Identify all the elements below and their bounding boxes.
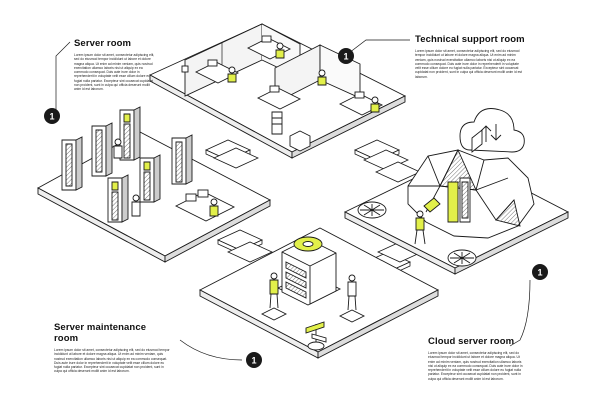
server-maintenance-platform: [199, 227, 439, 359]
stairs-server-to-support: [205, 139, 259, 169]
server-room-title: Server room: [74, 38, 132, 49]
monitor-icon: [207, 35, 365, 99]
label-technical-support-room: Technical support room Lorem ipsum dolor…: [415, 34, 525, 79]
svg-text:1: 1: [343, 52, 348, 62]
callout-lines: [55, 39, 531, 361]
server-room-platform: [37, 106, 271, 263]
technical-support-room-title: Technical support room: [415, 34, 525, 45]
svg-text:1: 1: [251, 356, 256, 366]
stairs-server-to-maintenance: [217, 229, 273, 263]
signpost-icon: [305, 321, 327, 351]
person-icon: [414, 210, 426, 245]
cloud-upload-download-icon: [459, 108, 525, 153]
server-rack-icon: [61, 106, 193, 223]
technical-support-room-description: Lorem ipsum dolor sit amet, consectetur …: [415, 49, 522, 79]
svg-text:1: 1: [537, 268, 542, 278]
person-icon: [113, 138, 219, 217]
marker-cloud-server-room: 1: [532, 264, 548, 280]
marker-server-maintenance-room: 1: [246, 352, 262, 368]
label-cloud-server-room: Cloud server room Lorem ipsum dolor sit …: [428, 336, 524, 381]
cloud-server-room-title: Cloud server room: [428, 336, 515, 347]
marker-technical-support-room: 1: [338, 48, 354, 64]
person-icon: [269, 272, 357, 311]
marker-server-room: 1: [44, 108, 60, 124]
gear-icon: [293, 236, 323, 252]
label-server-room: Server room Lorem ipsum dolor sit amet, …: [74, 38, 156, 92]
server-room-description: Lorem ipsum dolor sit amet, consectetur …: [74, 53, 155, 92]
technical-support-platform: [148, 23, 407, 159]
server-maintenance-room-description: Lorem ipsum dolor sit amet, consectetur …: [54, 348, 170, 374]
label-server-maintenance-room: Server maintenance room Lorem ipsum dolo…: [54, 322, 172, 374]
server-maintenance-room-title: Server maintenance room: [54, 322, 147, 344]
cloud-server-platform: [343, 148, 569, 275]
stairs-support-to-cloud: [354, 139, 421, 183]
cloud-server-room-description: Lorem ipsum dolor sit amet, consectetur …: [428, 351, 523, 381]
svg-text:1: 1: [49, 112, 54, 122]
fan-icon: [357, 201, 477, 267]
person-icon: [227, 42, 380, 113]
